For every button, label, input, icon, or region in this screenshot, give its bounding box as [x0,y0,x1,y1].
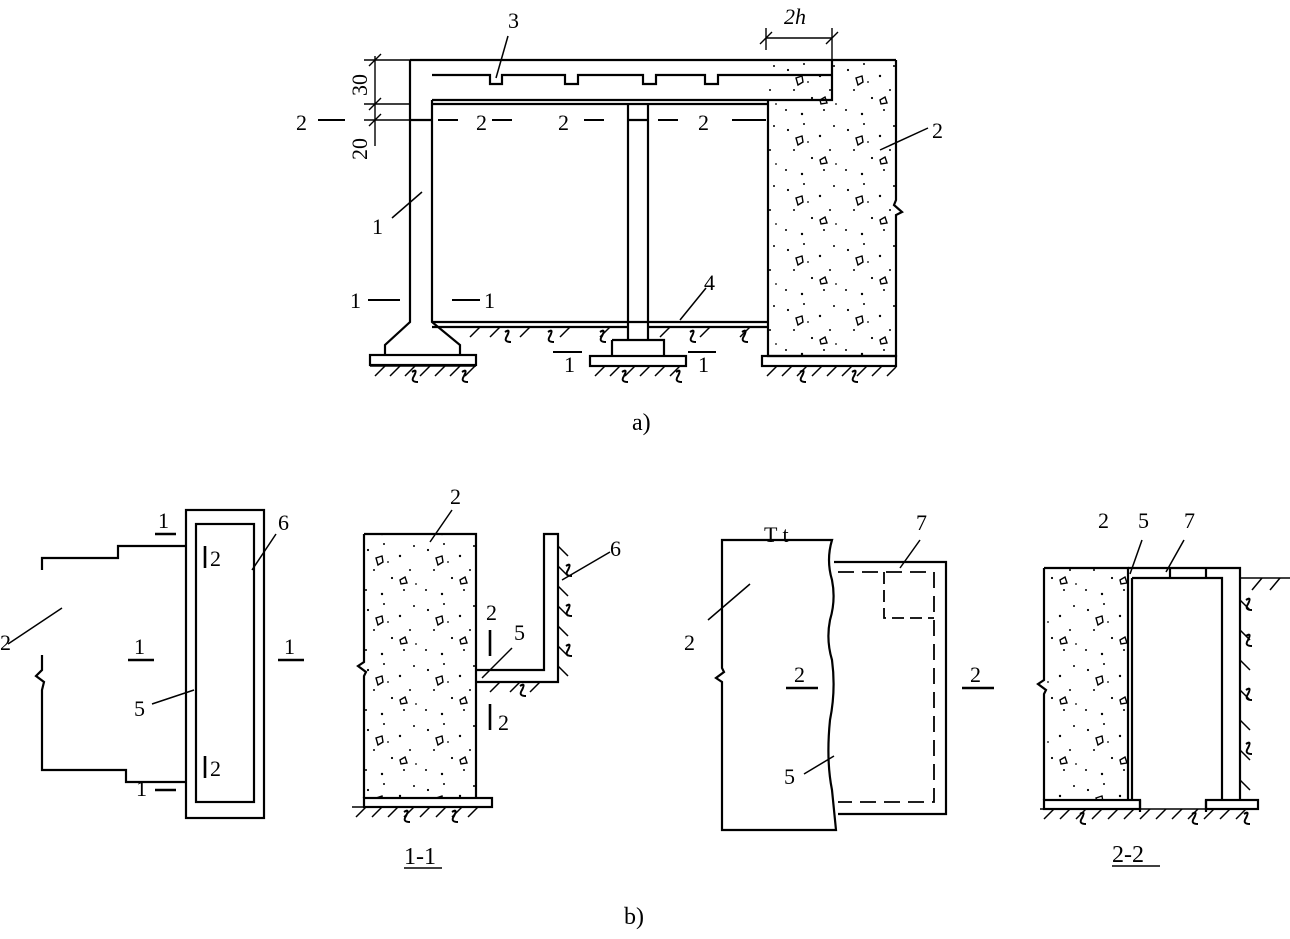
plan2-label-2: 2 [684,630,695,655]
caption-a: a) [632,410,651,436]
section11-section-2-top: 2 [486,600,497,625]
plan2-label-7: 7 [916,510,927,535]
label-2-right: 2 [932,118,943,143]
plan1-outer-box [184,508,266,820]
section-2-a: 2 [296,110,307,135]
view-b-section11 [352,509,611,869]
section11-label-2: 2 [450,484,461,509]
view-b-section22 [1036,539,1290,867]
section11-title: 1-1 [404,844,436,870]
section11-labels: 2 6 2 5 2 1-1 [404,484,621,870]
plan1-section-1-bot: 1 [136,776,147,801]
left-footing [368,353,478,367]
plan2-dashed-square [883,572,934,619]
section-1-d: 1 [698,352,709,377]
view-a-labels: 3 30 20 2h 2 2 2 2 2 1 4 1 1 1 1 a) [296,4,943,436]
label-3: 3 [508,8,519,33]
leader-lines-a [391,35,929,321]
section-1-b: 1 [484,288,495,313]
view-b-plan2 [707,538,994,832]
dim-30: 30 [347,74,372,96]
section22-formwork [1128,566,1242,812]
section22-label-7: 7 [1184,508,1195,533]
section22-title: 2-2 [1112,842,1144,868]
view-b-plan1 [7,508,304,820]
section22-concrete [1044,568,1128,800]
dim-20: 20 [347,138,372,160]
section11-concrete-outline [356,532,478,798]
section-line-1 [368,299,716,353]
plan1-slab-outline [34,544,186,784]
section11-label-5: 5 [514,620,525,645]
plan1-label-6: 6 [278,510,289,535]
plan2-formwork [834,560,948,816]
middle-column [610,104,666,356]
view-a [318,28,929,383]
concrete-block-a [768,60,896,356]
plan2-dashed-outline [838,571,935,803]
plan1-section-1-right: 1 [284,634,295,659]
floor-slab [432,320,768,329]
plan1-section-1-mid: 1 [134,634,145,659]
plan1-section-1-top: 1 [158,508,169,533]
section22-footing-right [1204,798,1260,811]
plan1-section-2-bot: 2 [210,756,221,781]
label-1: 1 [372,214,383,239]
label-4: 4 [704,270,715,295]
dimension-lines [364,28,839,146]
plan2-slab [714,538,838,832]
section11-concrete [364,534,476,798]
slab [410,58,896,102]
plan2-labels: T t 7 2 2 2 5 [684,510,981,789]
plan2-section-2-left: 2 [794,662,805,687]
plan1-section-2-top: 2 [210,546,221,571]
section-2-d: 2 [698,110,709,135]
right-footing [760,354,898,368]
plan1-inner-box [194,522,256,804]
section22-label-5: 5 [1138,508,1149,533]
plan1-labels: 1 6 2 2 1 1 5 2 1 [0,508,295,801]
section11-section-2-bot: 2 [498,710,509,735]
left-wall [383,60,462,355]
section11-label-6: 6 [610,536,621,561]
ground-hatch-a [370,326,897,377]
dim-2h: 2h [784,4,806,29]
section-1-a: 1 [350,288,361,313]
section-1-c: 1 [564,352,575,377]
plan1-label-2: 2 [0,630,11,655]
section22-labels: 2 5 7 2-2 [1098,508,1195,868]
section-2-b: 2 [476,110,487,135]
section22-footing-left [1042,798,1142,811]
section11-footing [362,796,494,809]
caption-b: b) [624,904,644,930]
middle-footing [588,354,688,368]
plan2-section-2-right: 2 [970,662,981,687]
plan1-label-5: 5 [134,696,145,721]
soil-symbols-a [411,329,859,383]
section22-label-2: 2 [1098,508,1109,533]
plan2-top-mark: T t [764,522,789,547]
section-2-c: 2 [558,110,569,135]
plan2-label-5: 5 [784,764,795,789]
